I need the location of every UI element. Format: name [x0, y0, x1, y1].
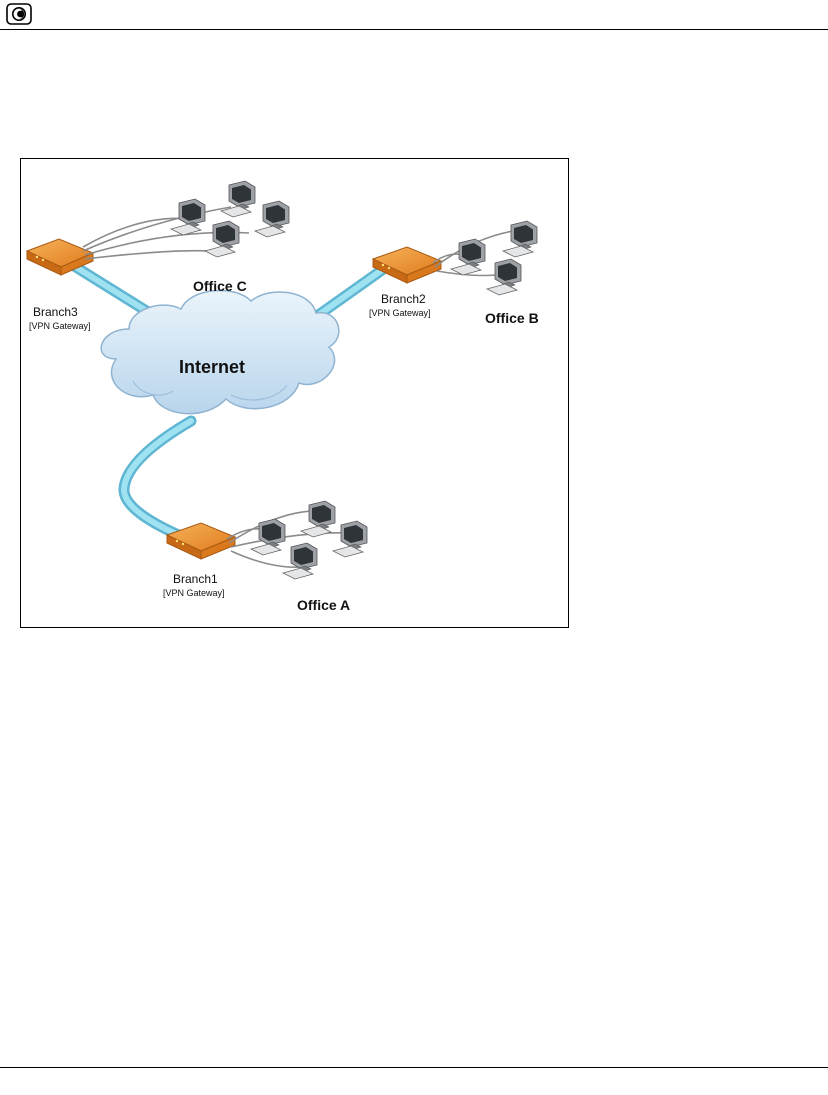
- branch1-sublabel: [VPN Gateway]: [163, 588, 225, 598]
- office-b-computers: [451, 221, 537, 295]
- office-a-label: Office A: [297, 597, 350, 613]
- header-rule: [0, 29, 828, 30]
- internet-label: Internet: [179, 357, 245, 377]
- branch2-sublabel: [VPN Gateway]: [369, 308, 431, 318]
- vpn-network-diagram: Internet Branch3 [VPN Gateway] Office C: [20, 158, 569, 628]
- link-branch1-internet: [124, 421, 191, 537]
- branch2-router-icon: [373, 247, 441, 283]
- office-b-label: Office B: [485, 310, 539, 326]
- office-c-computers: [171, 181, 289, 257]
- circle-moon-logo-icon: [6, 3, 32, 25]
- branch3-sublabel: [VPN Gateway]: [29, 321, 91, 331]
- footer-rule: [0, 1067, 828, 1068]
- office-a-computers: [251, 501, 367, 579]
- branch1-label: Branch1: [173, 572, 218, 586]
- branch2-label: Branch2: [381, 292, 426, 306]
- branch3-label: Branch3: [33, 305, 78, 319]
- office-c-label: Office C: [193, 278, 247, 294]
